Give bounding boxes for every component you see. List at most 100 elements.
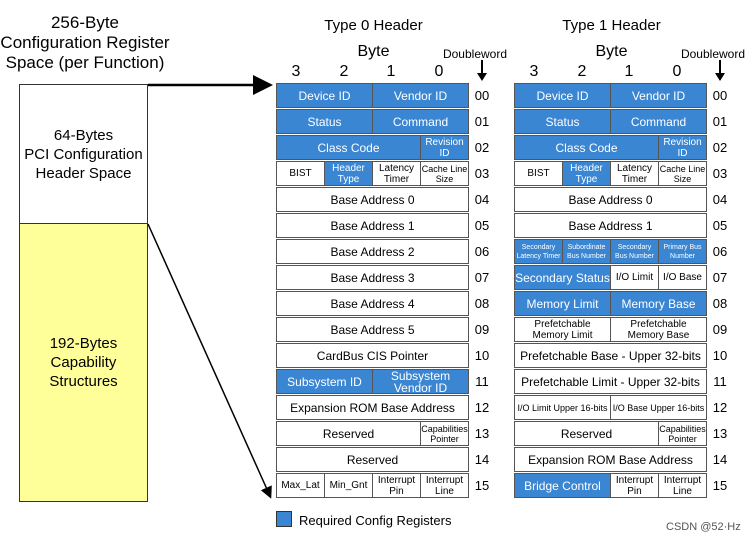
doubleword-number: 10: [474, 348, 490, 363]
doubleword-number: 01: [474, 114, 490, 129]
register-field: Expansion ROM Base Address: [276, 395, 469, 420]
doubleword-number: 05: [474, 218, 490, 233]
register-field: Expansion ROM Base Address: [514, 447, 707, 472]
type1-doubleword-label: Doubleword: [680, 47, 746, 61]
register-row: Base Address 0: [514, 187, 707, 212]
doubleword-number: 06: [712, 244, 728, 259]
doubleword-number: 13: [712, 426, 728, 441]
doubleword-number: 14: [474, 452, 490, 467]
register-field: I/O Base: [658, 265, 707, 290]
doubleword-number: 04: [712, 192, 728, 207]
type0-byte-0: 0: [434, 63, 444, 80]
register-field: I/O Base Upper 16-bits: [610, 395, 707, 420]
register-field: I/O Limit Upper 16-bits: [514, 395, 611, 420]
doubleword-number: 11: [713, 374, 727, 389]
register-row: Base Address 4: [276, 291, 469, 316]
type1-title: Type 1 Header: [562, 17, 661, 34]
register-field: Cache Line Size: [420, 161, 469, 186]
register-field: CardBus CIS Pointer: [276, 343, 469, 368]
register-row: CardBus CIS Pointer: [276, 343, 469, 368]
register-field: Secondary Status: [514, 265, 611, 290]
type0-doubleword-arrow-icon: [477, 60, 487, 81]
register-row: Base Address 1: [276, 213, 469, 238]
doubleword-number: 10: [712, 348, 728, 363]
doubleword-number: 15: [474, 478, 490, 493]
doubleword-number: 03: [474, 166, 490, 181]
type1-byte-label: Byte: [595, 43, 628, 60]
type0-byte-1: 1: [386, 63, 396, 80]
register-field: Base Address 3: [276, 265, 469, 290]
doubleword-number: 09: [712, 322, 728, 337]
register-field: Base Address 0: [514, 187, 707, 212]
register-field: Prefetchable Memory Limit: [514, 317, 611, 342]
register-field: Latency Timer: [372, 161, 421, 186]
register-field: I/O Limit: [610, 265, 659, 290]
register-field: Reserved: [276, 421, 421, 446]
register-field: Subsystem ID: [276, 369, 373, 394]
register-row: Base Address 0: [276, 187, 469, 212]
register-field: Interrupt Line: [658, 473, 707, 498]
register-row: Prefetchable Base - Upper 32-bits: [514, 343, 707, 368]
register-row: Base Address 5: [276, 317, 469, 342]
type0-title: Type 0 Header: [324, 17, 423, 34]
register-field: BIST: [514, 161, 563, 186]
doubleword-number: 02: [474, 140, 490, 155]
register-field: Secondary Bus Number: [610, 239, 659, 264]
register-row: Expansion ROM Base Address: [514, 447, 707, 472]
register-row: Base Address 3: [276, 265, 469, 290]
doubleword-number: 09: [474, 322, 490, 337]
register-field: Vendor ID: [372, 83, 469, 108]
register-field: Base Address 4: [276, 291, 469, 316]
register-field: Prefetchable Base - Upper 32-bits: [514, 343, 707, 368]
capability-line: 192-Bytes: [49, 335, 118, 352]
register-field: Interrupt Pin: [372, 473, 421, 498]
legend-label: Required Config Registers: [299, 513, 452, 528]
register-field: Base Address 2: [276, 239, 469, 264]
doubleword-number: 01: [712, 114, 728, 129]
capability-line: Structures: [49, 373, 118, 390]
register-field: Reserved: [276, 447, 469, 472]
register-field: Interrupt Pin: [610, 473, 659, 498]
doubleword-number: 02: [712, 140, 728, 155]
legend-swatch: [276, 511, 292, 527]
doubleword-number: 06: [474, 244, 490, 259]
register-field: Command: [610, 109, 707, 134]
type0-byte-label: Byte: [357, 43, 390, 60]
register-field: Class Code: [276, 135, 421, 160]
register-field: Primary Bus Number: [658, 239, 707, 264]
register-row: Base Address 2: [276, 239, 469, 264]
watermark: CSDN @52·Hz: [666, 521, 741, 533]
doubleword-number: 00: [474, 88, 490, 103]
register-field: Capabilities Pointer: [658, 421, 707, 446]
pci-header-line: PCI Configuration: [24, 145, 143, 163]
doubleword-number: 08: [712, 296, 728, 311]
register-field: Interrupt Line: [420, 473, 469, 498]
type1-byte-0: 0: [672, 63, 682, 80]
capability-line: Capability: [50, 354, 117, 371]
register-field: Class Code: [514, 135, 659, 160]
register-field: Reserved: [514, 421, 659, 446]
register-field: Prefetchable Limit - Upper 32-bits: [514, 369, 707, 394]
register-field: BIST: [276, 161, 325, 186]
register-field: Capabilities Pointer: [420, 421, 469, 446]
pci-header-space-box: 64-Bytes PCI Configuration Header Space: [19, 84, 148, 224]
register-field: Memory Limit: [514, 291, 611, 316]
register-row: Base Address 1: [514, 213, 707, 238]
register-field: Cache Line Size: [658, 161, 707, 186]
register-field: Status: [276, 109, 373, 134]
register-field: Max_Lat: [276, 473, 325, 498]
register-field: Base Address 1: [514, 213, 707, 238]
register-field: Device ID: [276, 83, 373, 108]
register-field: Status: [514, 109, 611, 134]
